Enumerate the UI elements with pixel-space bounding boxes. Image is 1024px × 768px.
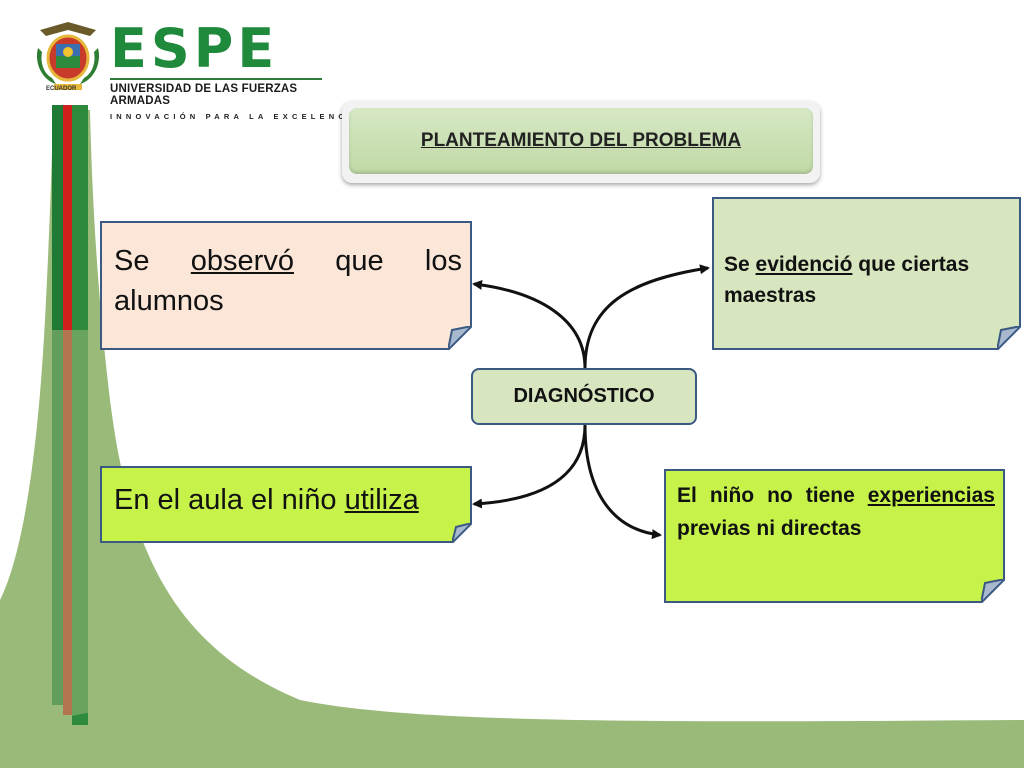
center-label: DIAGNÓSTICO bbox=[513, 385, 655, 407]
page-fold-icon bbox=[997, 326, 1021, 350]
arrow-to-bottom-left bbox=[472, 424, 587, 509]
brand-block: ESPE UNIVERSIDAD DE LAS FUERZAS ARMADAS … bbox=[110, 22, 364, 121]
logo-caption: ECUADOR bbox=[46, 86, 77, 92]
title-frame: PLANTEAMIENTO DEL PROBLEMA bbox=[342, 101, 820, 183]
note-top-left: Se observó que los alumnos bbox=[100, 221, 472, 350]
coat-of-arms-logo bbox=[36, 22, 100, 90]
slide-title: PLANTEAMIENTO DEL PROBLEMA bbox=[420, 130, 742, 151]
brand-subtitle: UNIVERSIDAD DE LAS FUERZAS ARMADAS bbox=[110, 78, 322, 107]
note-top-right-text: Se evidenció que ciertas maestras bbox=[724, 253, 970, 307]
arrow-to-top-right bbox=[583, 264, 710, 369]
center-node: DIAGNÓSTICO bbox=[471, 368, 697, 425]
note-bottom-right-text: El niño no tiene experiencias previas ni… bbox=[677, 484, 995, 540]
page-fold-icon bbox=[448, 326, 472, 350]
arrow-to-top-left bbox=[472, 280, 587, 369]
note-bottom-left-text: En el aula el niño utiliza bbox=[114, 484, 419, 516]
note-bottom-right: El niño no tiene experiencias previas ni… bbox=[664, 469, 1005, 603]
note-top-left-text: Se observó que los alumnos bbox=[114, 245, 463, 317]
note-bottom-left: En el aula el niño utiliza bbox=[100, 466, 472, 543]
arrow-to-bottom-right bbox=[583, 424, 662, 540]
page-fold-icon bbox=[981, 579, 1005, 603]
title-panel: PLANTEAMIENTO DEL PROBLEMA bbox=[349, 108, 813, 174]
note-top-right: Se evidenció que ciertas maestras bbox=[712, 197, 1021, 350]
brand-tagline: INNOVACIÓN PARA LA EXCELENCIA bbox=[110, 112, 364, 121]
brand-name: ESPE bbox=[110, 17, 279, 80]
page-fold-icon bbox=[452, 523, 472, 543]
